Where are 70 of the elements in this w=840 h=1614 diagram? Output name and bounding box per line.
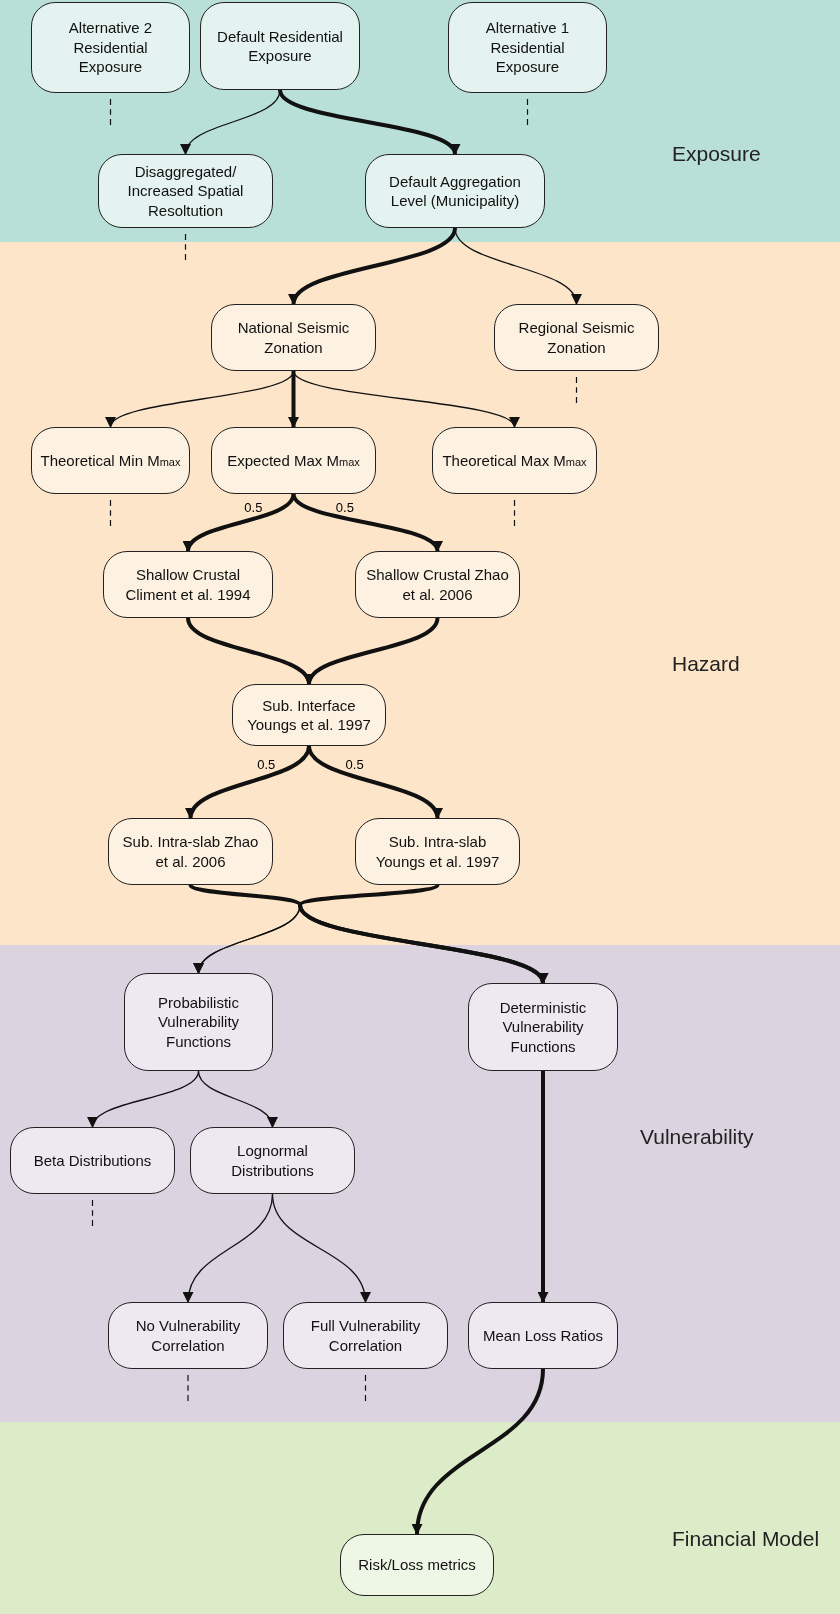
- process-box: [108, 818, 273, 885]
- process-box: [340, 1534, 494, 1596]
- process-box: [10, 1127, 175, 1194]
- arrow: [271, 1193, 370, 1304]
- process-box: [211, 427, 376, 494]
- dashed-line: [187, 1374, 189, 1402]
- section-label: Financial Model: [672, 1527, 820, 1551]
- node-text: Sub. Interface Youngs et al. 1997: [246, 695, 372, 735]
- arrow: [185, 493, 296, 553]
- section-label: Vulnerability: [640, 1125, 754, 1149]
- node-text: Default Residential Exposure: [216, 26, 344, 66]
- node-text: Alternative 1 Residential Exposure: [484, 18, 571, 77]
- arrow: [291, 227, 457, 306]
- node-text: Alternative 2 Residential Exposure: [67, 18, 154, 77]
- process-box: [190, 1127, 355, 1194]
- section-band: [0, 945, 840, 1422]
- dashed-line: [364, 1374, 367, 1402]
- process-box: [124, 973, 273, 1071]
- arrow: [306, 617, 440, 686]
- arrow: [291, 493, 440, 552]
- process-box: [355, 818, 520, 885]
- process-box: [98, 154, 273, 228]
- dashed-line: [91, 1199, 94, 1227]
- dashed-line: [109, 499, 112, 527]
- node-text: Shallow Crustal Climent et al. 1994: [124, 565, 252, 604]
- node-text: Deterministic Vulnerability Functions: [498, 997, 588, 1057]
- process-box: [200, 2, 360, 90]
- node-text: Probabilistic Vulnerability Functions: [156, 992, 241, 1052]
- dashed-line: [109, 98, 112, 126]
- arrow: [197, 1070, 276, 1129]
- section-band: [0, 0, 840, 242]
- arrow: [537, 1071, 549, 1304]
- process-box: [448, 2, 607, 93]
- node-text: Default Aggregation Level (Municipality): [388, 171, 522, 211]
- process-box: [31, 2, 190, 93]
- node-text: Risk/Loss metrics: [358, 1555, 476, 1575]
- process-box: [211, 304, 376, 371]
- dashed-line: [513, 499, 516, 527]
- node-text: Lognormal Distributions: [230, 1141, 315, 1180]
- dashed-line: [526, 98, 529, 126]
- node-text: Disaggregated/ Increased Spatial Resoltution: [126, 161, 245, 221]
- arrow: [90, 1070, 200, 1129]
- section-label: Hazard: [672, 652, 740, 676]
- process-box: [468, 1302, 618, 1369]
- process-box: [283, 1302, 448, 1369]
- node-text: Sub. Intra-slab Zhao et al. 2006: [121, 832, 260, 871]
- dashed-line: [575, 376, 578, 404]
- node-text: No Vulnerability Correlation: [134, 1316, 242, 1355]
- node-text: Beta Distributions: [33, 1150, 152, 1171]
- process-box: [31, 427, 190, 494]
- node-text: Sub. Intra-slab Youngs et al. 1997: [374, 832, 501, 871]
- process-box: [432, 427, 597, 494]
- process-box: [494, 304, 659, 371]
- node-text: Mean Loss Ratios: [482, 1325, 604, 1346]
- node-text: Shallow Crustal Zhao et al. 2006: [365, 565, 510, 604]
- process-box: [365, 154, 545, 228]
- process-box: [232, 684, 386, 746]
- process-box: [355, 551, 520, 618]
- process-box: [468, 983, 618, 1071]
- section-band: [0, 1422, 840, 1614]
- arrow: [412, 1368, 545, 1536]
- node-text: Regional Seismic Zonation: [517, 318, 636, 357]
- process-box: [108, 1302, 268, 1369]
- dashed-line: [184, 233, 187, 261]
- node-text: National Seismic Zonation: [236, 318, 351, 357]
- section-band: [0, 242, 840, 945]
- arrow: [307, 745, 440, 820]
- node-text: Full Vulnerability Correlation: [309, 1316, 422, 1355]
- section-label: Exposure: [672, 142, 761, 166]
- process-box: [103, 551, 273, 618]
